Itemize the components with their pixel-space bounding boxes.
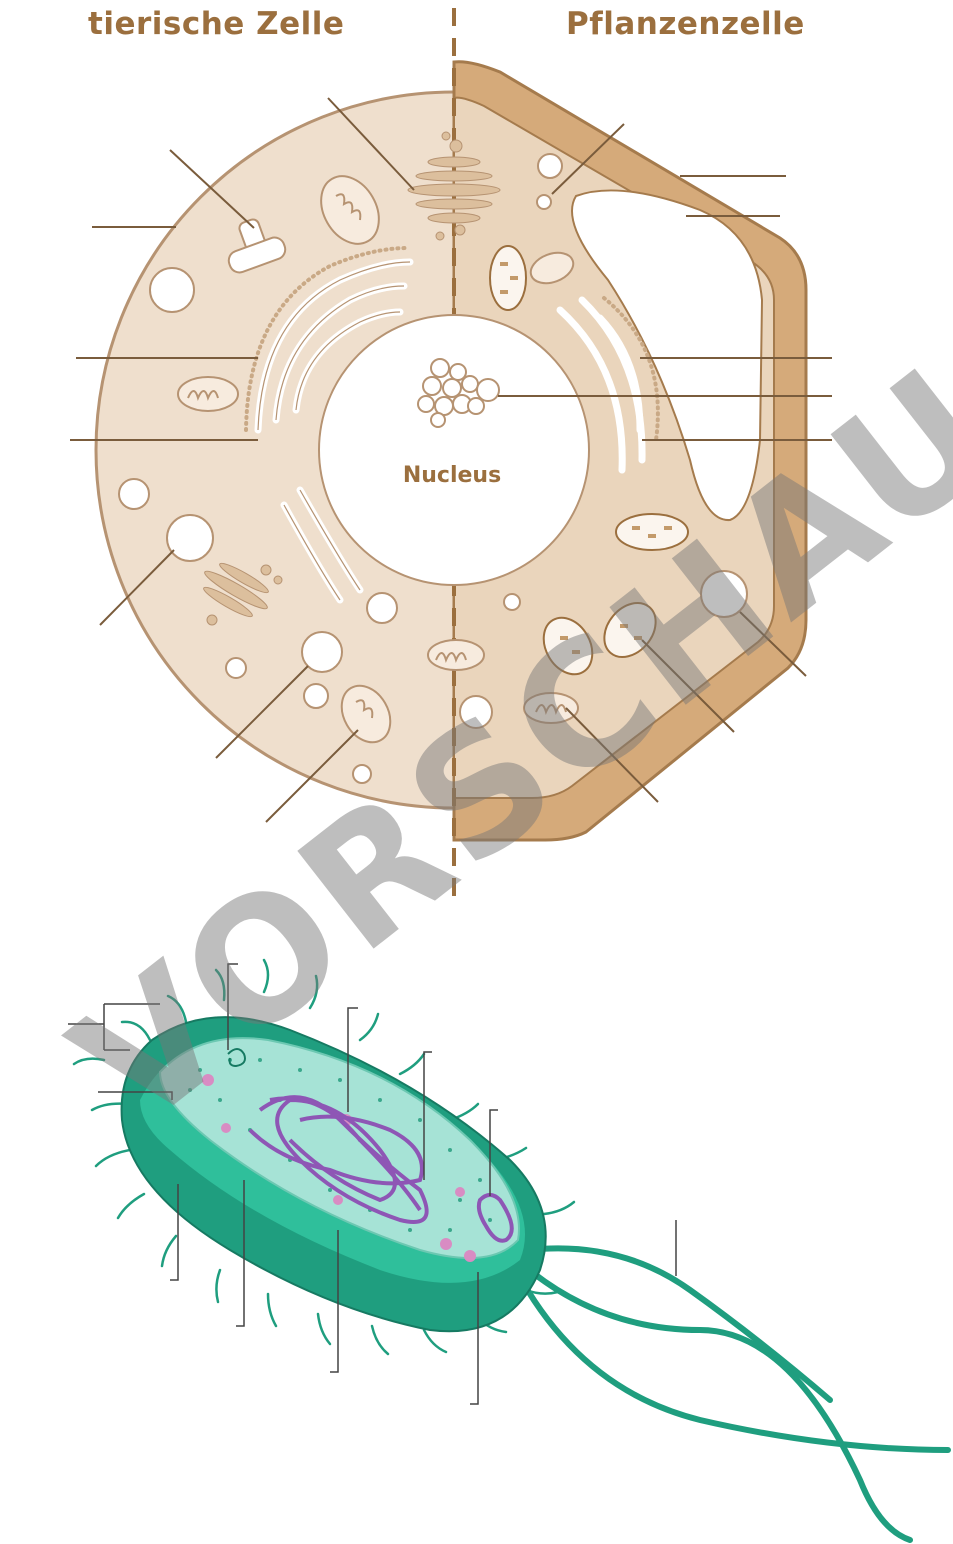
nucleus-label: Nucleus [403,463,501,488]
bacterium [74,960,948,1540]
nucleus [319,315,589,585]
flagella [516,1248,948,1540]
